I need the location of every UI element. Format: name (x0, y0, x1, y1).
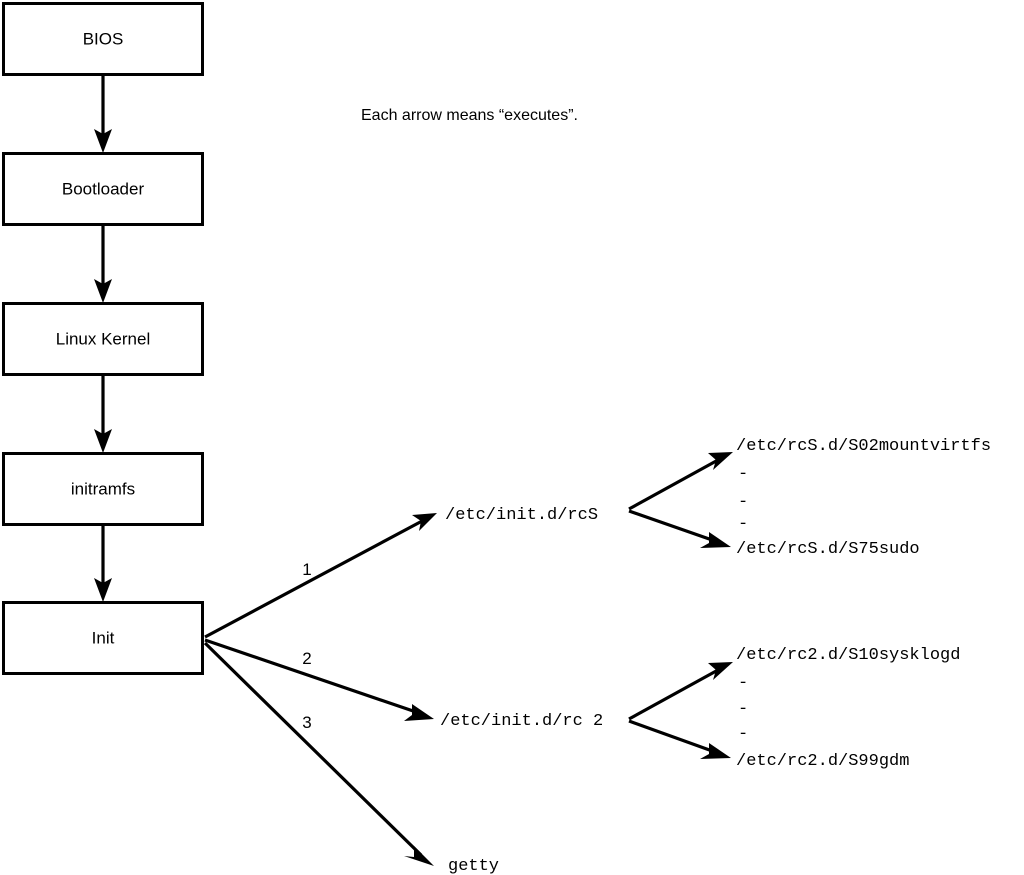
ellipsis-dash: - (738, 493, 748, 512)
node-bootloader-box (2, 152, 204, 226)
ellipsis-dash: - (738, 515, 748, 534)
arrow-kernel-to-initramfs (94, 375, 112, 453)
node-linux-kernel: Linux Kernel (2, 302, 204, 376)
edge-number-3: 3 (302, 713, 311, 732)
arrow-initramfs-to-init (94, 525, 112, 602)
ellipsis-dash: - (738, 465, 748, 484)
label-etc-init-d-rc2: /etc/init.d/rc 2 (440, 712, 603, 731)
arrow-head-icon (404, 846, 434, 866)
label-rcs-first-script: /etc/rcS.d/S02mountvirtfs (736, 437, 991, 456)
node-linux-kernel-box (2, 302, 204, 376)
ellipsis-dash: - (738, 700, 748, 719)
node-init: Init (2, 601, 204, 675)
arrow-head-icon (94, 429, 112, 453)
edge-number-1: 1 (302, 560, 311, 579)
arrow-bootloader-to-kernel (94, 225, 112, 303)
ellipsis-dash: - (738, 725, 748, 744)
arrow-init-to-rc2: 2 (204, 638, 434, 721)
arrow-head-icon (94, 279, 112, 303)
arrow-init-to-getty: 3 (203, 641, 434, 866)
arrow-head-icon (412, 513, 437, 531)
node-bios-box (2, 2, 204, 76)
arrow-head-icon (404, 704, 434, 721)
label-rcs-last-script: /etc/rcS.d/S75sudo (736, 540, 920, 559)
arrow-rcs-to-s75sudo (628, 509, 731, 548)
node-init-box (2, 601, 204, 675)
arrow-head-icon (708, 452, 733, 470)
label-etc-init-d-rcs: /etc/init.d/rcS (445, 506, 598, 525)
arrow-head-icon (94, 129, 112, 153)
node-bootloader-label: Bootloader (62, 179, 145, 198)
node-bootloader: Bootloader (2, 152, 204, 226)
arrow-rcs-to-s02mountvirtfs (628, 452, 733, 511)
label-getty: getty (448, 857, 499, 875)
arrow-head-icon (708, 662, 733, 680)
arrow-rc2-to-s10sysklogd (628, 662, 733, 721)
arrow-head-icon (700, 532, 731, 548)
arrow-bios-to-bootloader (94, 75, 112, 153)
node-init-label: Init (92, 628, 115, 647)
edge-number-2: 2 (302, 649, 311, 668)
arrow-init-to-rcs: 1 (204, 513, 437, 639)
node-linux-kernel-label: Linux Kernel (56, 329, 151, 348)
diagram-note: Each arrow means “executes”. (361, 107, 578, 124)
node-initramfs-box (2, 452, 204, 526)
arrow-head-icon (94, 578, 112, 602)
node-initramfs: initramfs (2, 452, 204, 526)
node-initramfs-label: initramfs (71, 479, 135, 498)
label-rc2-last-script: /etc/rc2.d/S99gdm (736, 752, 909, 771)
ellipsis-dash: - (738, 674, 748, 693)
arrow-head-icon (700, 743, 731, 759)
node-bios: BIOS (2, 2, 204, 76)
node-bios-label: BIOS (83, 29, 124, 48)
label-rc2-first-script: /etc/rc2.d/S10sysklogd (736, 646, 960, 665)
arrow-rc2-to-s99gdm (628, 719, 731, 759)
